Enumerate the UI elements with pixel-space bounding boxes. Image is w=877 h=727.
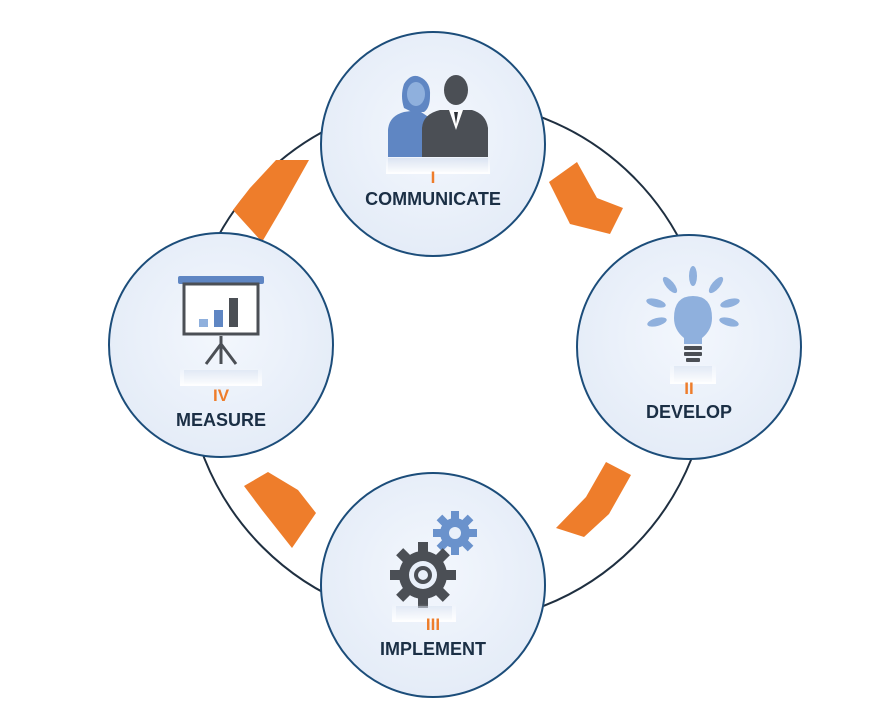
step-implement: III IMPLEMENT — [320, 472, 546, 698]
step-numeral: I — [431, 168, 436, 187]
step-label: DEVELOP — [646, 402, 732, 422]
step-numeral: III — [426, 615, 440, 634]
step-label: COMMUNICATE — [365, 189, 501, 209]
step-measure: IV MEASURE — [108, 232, 334, 458]
step-numeral: II — [684, 379, 693, 398]
arrow-develop-to-implement — [556, 462, 631, 537]
gears-icon — [390, 511, 477, 622]
arrow-communicate-to-develop — [549, 162, 623, 234]
people-icon — [386, 75, 490, 174]
step-develop: II DEVELOP — [576, 234, 802, 460]
step-label: IMPLEMENT — [380, 639, 486, 659]
arrow-implement-to-measure — [244, 472, 316, 548]
lightbulb-icon — [646, 266, 740, 384]
presentation-board-icon — [178, 276, 264, 386]
arrow-measure-to-communicate — [233, 160, 309, 242]
step-numeral: IV — [213, 386, 230, 405]
step-communicate: I COMMUNICATE — [320, 31, 546, 257]
step-label: MEASURE — [176, 410, 266, 430]
